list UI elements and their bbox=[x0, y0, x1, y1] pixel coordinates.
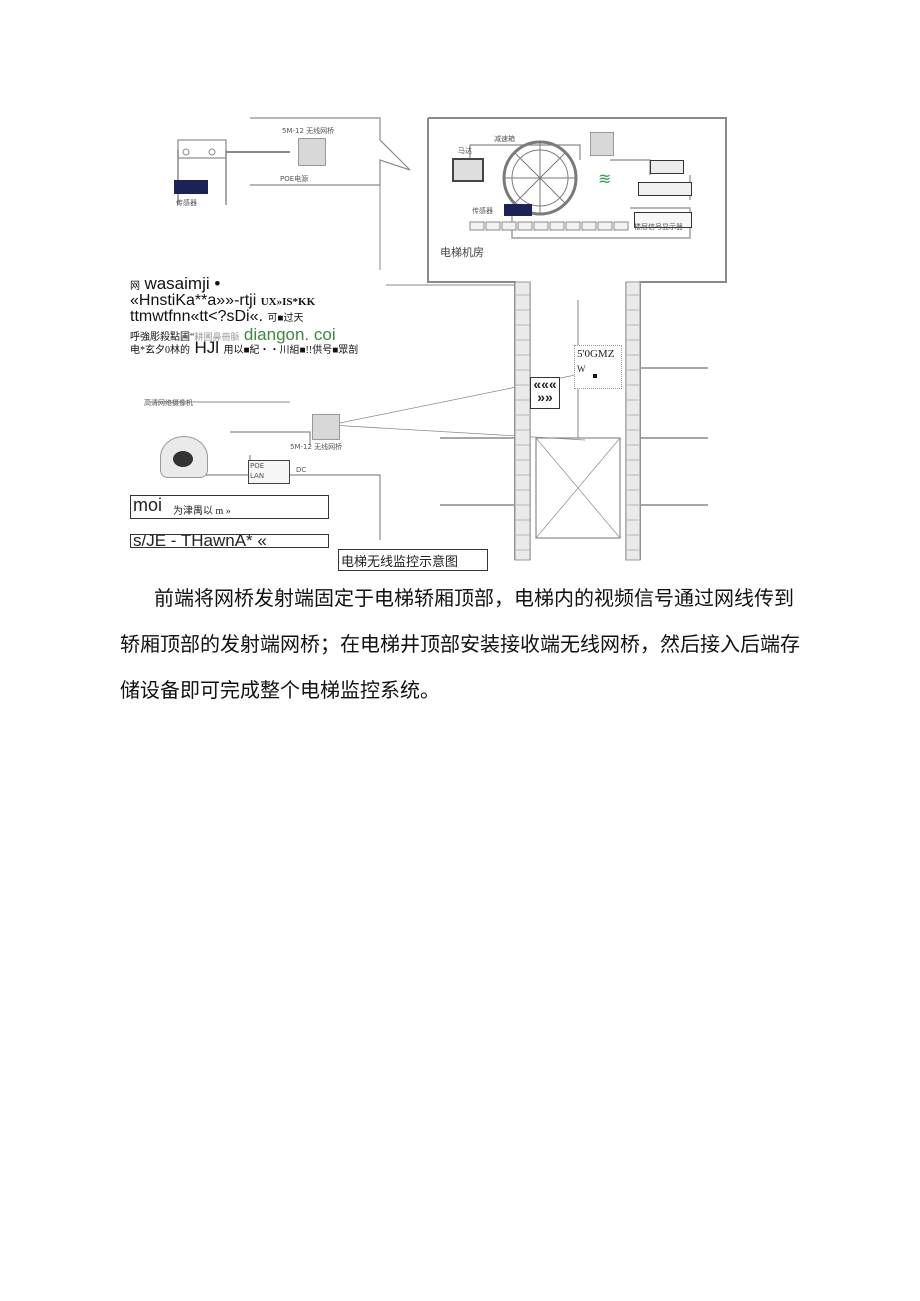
wireless-signal-icon: ≋ bbox=[598, 171, 612, 188]
diagram-caption: 电梯无线监控示意图 bbox=[338, 549, 488, 571]
garbled-line-5a: 电*玄夕0林的 bbox=[130, 345, 190, 356]
moi-box: moi 为津禺以 m » bbox=[130, 495, 329, 519]
top-left-device-group: 传感器 5M-12 无线网桥 POE电源 bbox=[160, 110, 400, 210]
sensor-box bbox=[174, 180, 208, 194]
garbled-line-2b: UX»IS*KK bbox=[260, 296, 316, 308]
garbled-line-5b: HJl bbox=[194, 338, 220, 357]
camera-label: 高清网络摄像机 bbox=[144, 399, 193, 407]
reducer-label: 减速箱 bbox=[494, 135, 515, 143]
caption-text: 电梯无线监控示意图 bbox=[341, 555, 459, 570]
room-sensor-box bbox=[504, 204, 532, 216]
garbled-line-3a: ttmwtfnn«tt<?sDi«. bbox=[130, 308, 263, 325]
sensor-label: 传感器 bbox=[176, 199, 197, 207]
display-label: 楼层信号显示器 bbox=[634, 223, 683, 231]
moi-small-text: 为津禺以 m » bbox=[173, 506, 231, 517]
dome-camera-icon bbox=[160, 436, 208, 478]
garbled-line-4a: 呼強彫殺點圃“ bbox=[130, 332, 195, 343]
camera-bridge-icon bbox=[312, 414, 340, 440]
elevator-diagram-lines bbox=[150, 117, 727, 561]
frequency-marker bbox=[593, 374, 597, 378]
lan-label: LAN bbox=[250, 472, 265, 480]
network-box bbox=[638, 182, 692, 196]
poe-in-label: POE bbox=[250, 462, 265, 470]
signal-arrow-box: ««« »» bbox=[530, 377, 560, 409]
garbled-line-4c: diangon. coi bbox=[243, 325, 336, 344]
monitor-icon bbox=[452, 158, 484, 182]
signal-arrow-line-1: ««« bbox=[533, 376, 557, 392]
cut-off-box: s/JE - THawnA* « bbox=[130, 534, 329, 548]
garbled-line-5c: 用以■紀・・川組■!!供号■眾剖 bbox=[223, 345, 359, 356]
camera-group: 高清网络摄像机 5M-12 无线网桥 POE LAN DC bbox=[140, 396, 400, 496]
body-paragraph: 前端将网桥发射端固定于电梯轿厢顶部，电梯内的视频信号通过网线传到轿厢顶部的发射端… bbox=[120, 586, 800, 702]
garbled-line-3b: 可■过天 bbox=[267, 313, 304, 324]
display-box bbox=[634, 212, 692, 228]
room-sensor-label: 传感器 bbox=[472, 207, 493, 215]
frequency-text: 5'0GMZ bbox=[577, 348, 615, 360]
camera-bridge-label: 5M-12 无线网桥 bbox=[290, 443, 343, 451]
room-bridge-icon bbox=[590, 132, 614, 156]
wireless-bridge-icon bbox=[298, 138, 326, 166]
frequency-box: 5'0GMZ W bbox=[574, 345, 622, 389]
frequency-subtext: W bbox=[577, 364, 586, 374]
poe-label: POE电源 bbox=[280, 175, 309, 183]
bridge-label: 5M-12 无线网桥 bbox=[282, 127, 335, 135]
switch-box bbox=[650, 160, 684, 174]
machine-room-title: 电梯机房 bbox=[440, 246, 484, 259]
signal-arrow-line-2: »» bbox=[537, 389, 553, 405]
garbled-line-2a: «HnstiKa**a»»-rtji bbox=[130, 292, 257, 309]
machine-room: 马达 减速箱 传感器 ≋ 楼层信号显示器 电梯机房 bbox=[428, 118, 726, 282]
garbled-line-1: wasaimji • bbox=[144, 274, 221, 293]
moi-big-text: moi bbox=[133, 495, 163, 515]
garbled-line-4b: 耕圃鼻冊脈 bbox=[194, 332, 240, 342]
poe-injector-box bbox=[248, 460, 290, 484]
cut-off-text: s/JE - THawnA* « bbox=[133, 534, 267, 548]
motor-label: 马达 bbox=[458, 147, 472, 155]
dc-label: DC bbox=[296, 466, 307, 474]
garbled-text-block: 网 wasaimji • «HnstiKa**a»»-rtji UX»IS*KK… bbox=[126, 270, 386, 360]
garbled-prefix: 网 bbox=[130, 281, 140, 292]
